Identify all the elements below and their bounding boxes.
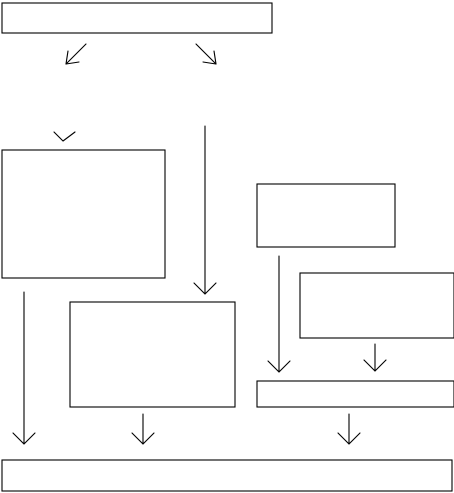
right-upper-box: [256, 183, 396, 248]
arrow-middle-box-to-bottom-box: [131, 413, 155, 445]
bottom-box: [1, 459, 453, 492]
arrow-left-box-to-bottom-box: [12, 291, 36, 445]
arrow-right-merge-box-to-bottom-box: [337, 413, 361, 445]
top-box: [1, 2, 273, 34]
left-box: [1, 149, 166, 279]
arrow-right-upper-box-to-right-merge-box: [267, 255, 291, 373]
arrow-top-box-to-left-box: [53, 43, 87, 142]
arrow-right-lower-box-to-right-merge-box: [363, 343, 387, 372]
right-lower-box: [299, 272, 454, 339]
right-merge-box: [256, 380, 454, 408]
arrow-top-box-to-middle-box: [193, 43, 217, 295]
middle-box: [69, 301, 236, 408]
